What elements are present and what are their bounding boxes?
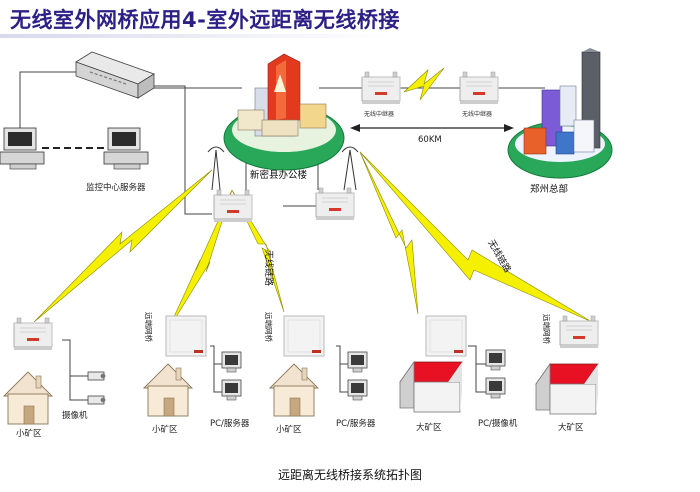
antenna-left xyxy=(207,146,225,191)
remote-bridge-panel-3 xyxy=(283,315,325,357)
remote-bridge-label-5: 远端网桥 xyxy=(542,314,552,344)
pc-icon xyxy=(347,351,368,373)
small-mine-house-icon xyxy=(3,371,53,425)
antenna-right xyxy=(341,146,359,191)
xinmi-office-icon xyxy=(223,53,345,171)
pc-icon xyxy=(485,349,506,371)
small-mine-house-icon xyxy=(269,363,319,417)
distance-arrow xyxy=(350,124,514,132)
big-mine-house-icon xyxy=(535,363,599,415)
pc-icon xyxy=(347,379,368,401)
pc-server-label-2: PC/服务器 xyxy=(210,418,250,429)
repeater-device-left xyxy=(361,71,401,105)
remote-bridge-panel-2 xyxy=(165,315,207,357)
xinmi-office-label: 新密县办公楼 xyxy=(250,169,308,181)
title-rule xyxy=(0,34,700,38)
site-4-label: 大矿区 xyxy=(416,422,442,433)
camera-icon xyxy=(87,371,106,381)
pc-server-label-3: PC/服务器 xyxy=(336,418,376,429)
remote-bridge-label-2: 远端网桥 xyxy=(144,312,154,342)
wireless-link-bolts xyxy=(33,67,593,331)
camera-icon xyxy=(87,395,106,405)
bridge-device-right xyxy=(315,187,355,221)
monitor-center-label: 监控中心服务器 xyxy=(86,182,146,193)
small-mine-house-icon xyxy=(143,363,193,417)
big-mine-house-icon xyxy=(399,361,463,413)
zhengzhou-hq-label: 郑州总部 xyxy=(530,183,568,195)
bridge-device-site-1 xyxy=(13,317,53,351)
network-cables xyxy=(19,71,545,401)
remote-bridge-panel-4 xyxy=(425,315,467,357)
page-title: 无线室外网桥应用4-室外远距离无线桥接 xyxy=(10,8,400,32)
site-5-label: 大矿区 xyxy=(558,422,584,433)
site-2-label: 小矿区 xyxy=(152,424,178,435)
zhengzhou-hq-icon xyxy=(507,48,613,179)
distance-label: 60KM xyxy=(418,135,442,145)
camera-label: 摄像机 xyxy=(62,410,88,421)
repeater-label-left: 无线中继器 xyxy=(364,110,394,118)
site-1-label: 小矿区 xyxy=(16,428,42,439)
pc-camera-label: PC/摄像机 xyxy=(478,418,518,429)
pc-icon xyxy=(221,351,242,373)
diagram-caption: 远距离无线桥接系统拓扑图 xyxy=(277,468,422,482)
pc-icon xyxy=(221,379,242,401)
repeater-label-right: 无线中继器 xyxy=(462,110,492,118)
pc-icon xyxy=(485,377,506,399)
site-3-label: 小矿区 xyxy=(276,424,302,435)
network-switch-icon xyxy=(75,51,155,99)
monitor-pc-icon xyxy=(0,127,45,170)
remote-bridge-label-3: 远端网桥 xyxy=(264,312,274,342)
repeater-device-right xyxy=(459,71,499,105)
wireless-link-label-left: 无线链路 xyxy=(263,250,275,286)
bridge-device-site-5 xyxy=(559,315,599,349)
bridge-device-left xyxy=(213,189,253,223)
server-pc-icon xyxy=(103,127,149,170)
